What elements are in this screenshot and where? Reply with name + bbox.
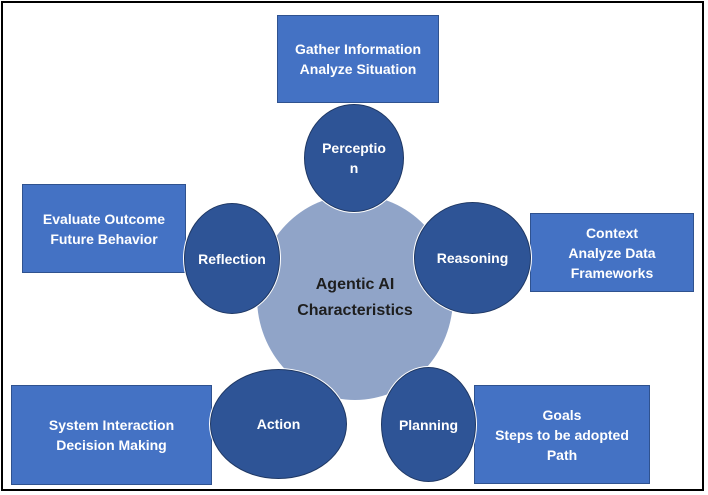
planning-info-line1: Goals [542, 406, 582, 423]
node-planning: Planning [381, 367, 476, 482]
action-info-box: System Interaction Decision Making [11, 385, 212, 485]
center-title-line2: Characteristics [297, 301, 413, 319]
perception-info-line1: Gather Information [294, 41, 421, 57]
center-characteristics: Agentic AI Characteristics [257, 195, 453, 400]
planning-info-box: Goals Steps to be adopted Path [474, 385, 650, 484]
planning-info-line3: Path [546, 446, 578, 463]
reflection-info-line1: Evaluate Outcome [42, 211, 166, 227]
node-planning-label: Planning [398, 416, 459, 433]
planning-info-line2: Steps to be adopted [495, 426, 629, 443]
node-reasoning: Reasoning [414, 202, 531, 314]
node-action: Action [210, 369, 347, 479]
reflection-info-line2: Future Behavior [50, 231, 158, 247]
node-perception-label: Perception [322, 140, 386, 176]
reasoning-info-line1: Context [585, 224, 639, 241]
action-info-line1: System Interaction [48, 417, 175, 433]
reflection-info-box: Evaluate Outcome Future Behavior [22, 184, 186, 273]
node-reflection-label: Reflection [198, 250, 266, 267]
node-action-label: Action [256, 416, 301, 432]
node-reflection: Reflection [184, 203, 280, 314]
action-info-line2: Decision Making [56, 437, 167, 453]
reasoning-info-line3: Frameworks [570, 264, 654, 281]
reasoning-info-line2: Analyze Data [568, 244, 656, 261]
reasoning-info-box: Context Analyze Data Frameworks [530, 213, 694, 292]
center-title-line1: Agentic AI [315, 275, 395, 293]
perception-info-line2: Analyze Situation [299, 61, 417, 77]
node-perception: Perception [304, 104, 404, 212]
node-reasoning-label: Reasoning [436, 250, 509, 266]
perception-info-box: Gather Information Analyze Situation [277, 15, 439, 103]
